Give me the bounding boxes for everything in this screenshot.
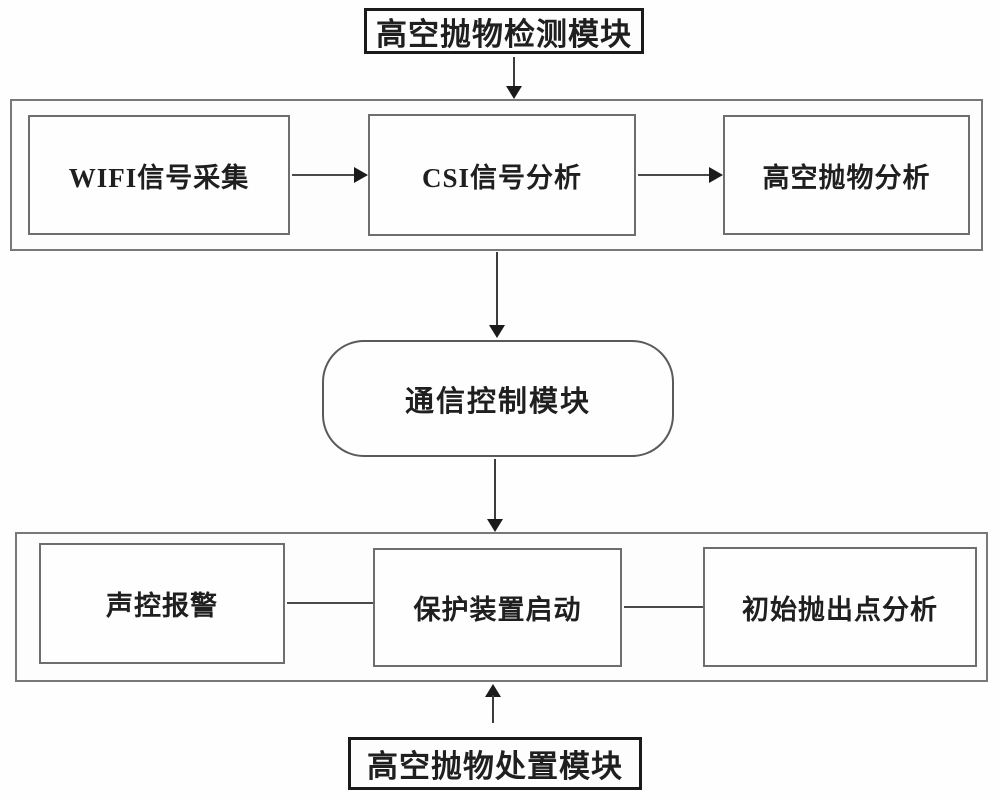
arrow-line — [496, 252, 498, 326]
right-arrow-icon — [354, 167, 368, 183]
bottom-module-label: 高空抛物处置模块 — [348, 737, 642, 790]
protection-device-start-box: 保护装置启动 — [373, 548, 622, 667]
down-arrow-icon — [487, 519, 503, 532]
down-arrow-icon — [506, 86, 522, 99]
arrow-line — [513, 57, 515, 89]
connector-alarm-to-protection — [287, 602, 373, 604]
arrow-line — [638, 174, 709, 176]
sound-alarm-box: 声控报警 — [39, 543, 285, 664]
wifi-signal-collection-box: WIFI信号采集 — [28, 115, 290, 235]
right-arrow-icon — [709, 167, 723, 183]
arrow-line — [292, 174, 356, 176]
communication-control-module-box: 通信控制模块 — [322, 340, 674, 457]
down-arrow-icon — [489, 325, 505, 338]
initial-throw-point-analysis-box: 初始抛出点分析 — [703, 547, 977, 667]
arrow-line — [492, 695, 494, 723]
arrow-line — [494, 459, 496, 520]
connector-protection-to-initialpoint — [624, 606, 703, 608]
csi-signal-analysis-box: CSI信号分析 — [368, 114, 636, 236]
top-module-label: 高空抛物检测模块 — [364, 8, 644, 54]
up-arrow-icon — [485, 684, 501, 697]
high-altitude-analysis-box: 高空抛物分析 — [723, 115, 970, 235]
